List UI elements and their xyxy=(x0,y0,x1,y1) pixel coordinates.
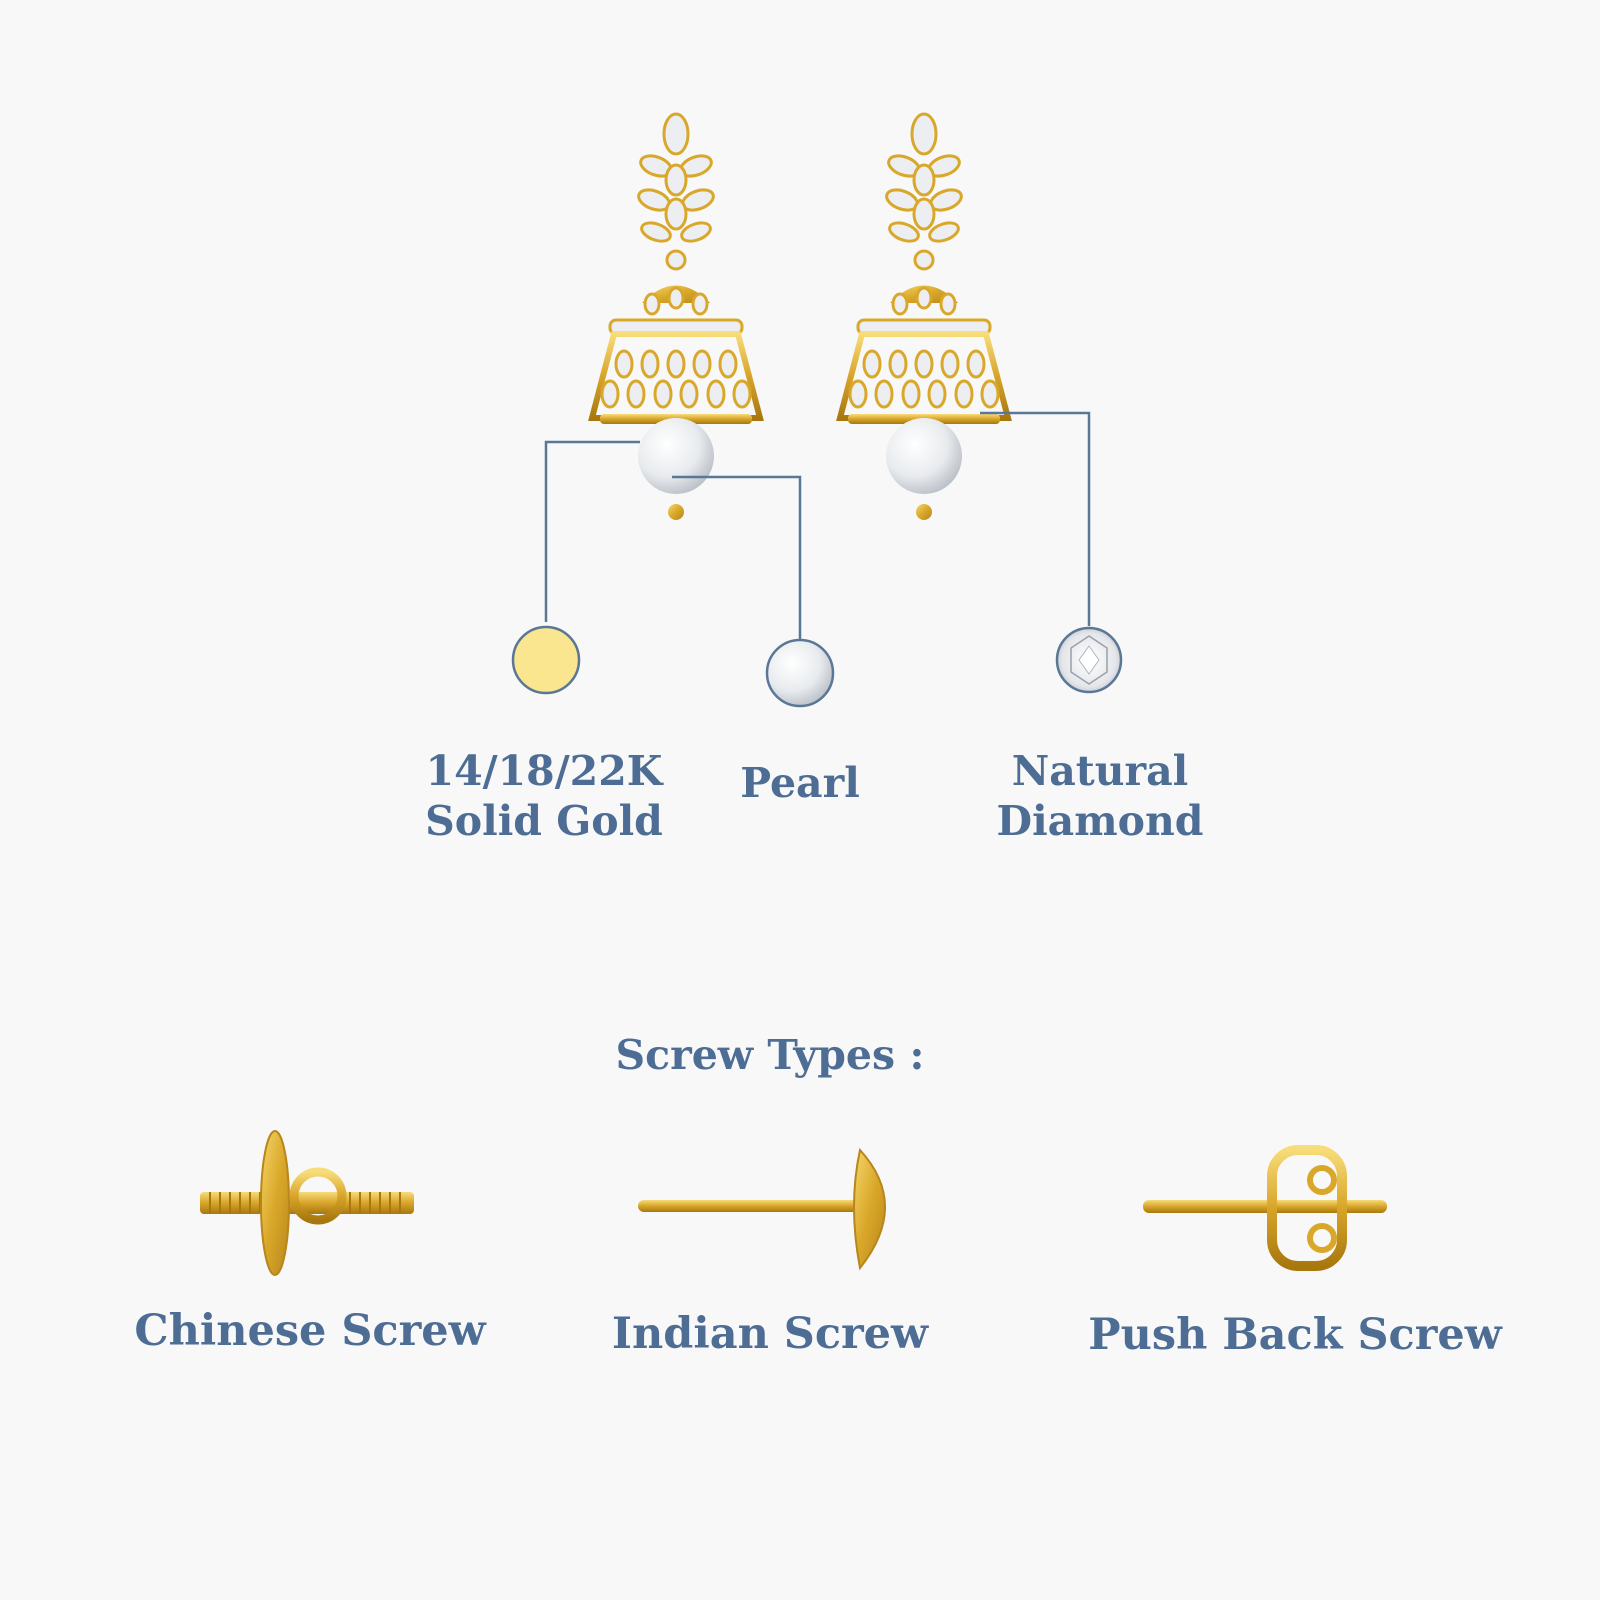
right-earring-image xyxy=(840,114,1008,520)
push-back-screw-label: Push Back Screw xyxy=(1088,1310,1502,1360)
diamond-label-line2: Diamond xyxy=(996,797,1204,845)
screw-types-heading: Screw Types : xyxy=(615,1031,925,1079)
chinese-screw-label: Chinese Screw xyxy=(134,1306,486,1356)
gold-material-label: 14/18/22K Solid Gold xyxy=(404,746,684,846)
diamond-swatch xyxy=(1055,626,1123,694)
gold-leader-line xyxy=(544,440,640,622)
pearl-swatch xyxy=(765,638,835,708)
chinese-screw-icon xyxy=(200,1130,414,1276)
diamond-label-line1: Natural xyxy=(1011,747,1189,795)
gold-label-line1: 14/18/22K xyxy=(425,747,663,795)
indian-screw-label: Indian Screw xyxy=(611,1309,929,1359)
gold-label-line2: Solid Gold xyxy=(425,797,663,845)
diamond-material-label: Natural Diamond xyxy=(960,746,1240,846)
push-back-screw-icon xyxy=(1143,1145,1387,1271)
gold-swatch xyxy=(511,625,581,695)
left-earring-image xyxy=(592,114,760,520)
indian-screw-icon xyxy=(638,1147,886,1271)
pearl-material-label: Pearl xyxy=(700,758,900,808)
pearl-label-line1: Pearl xyxy=(740,759,860,807)
diamond-leader-line xyxy=(980,411,1091,626)
pearl-leader-line xyxy=(672,475,802,642)
